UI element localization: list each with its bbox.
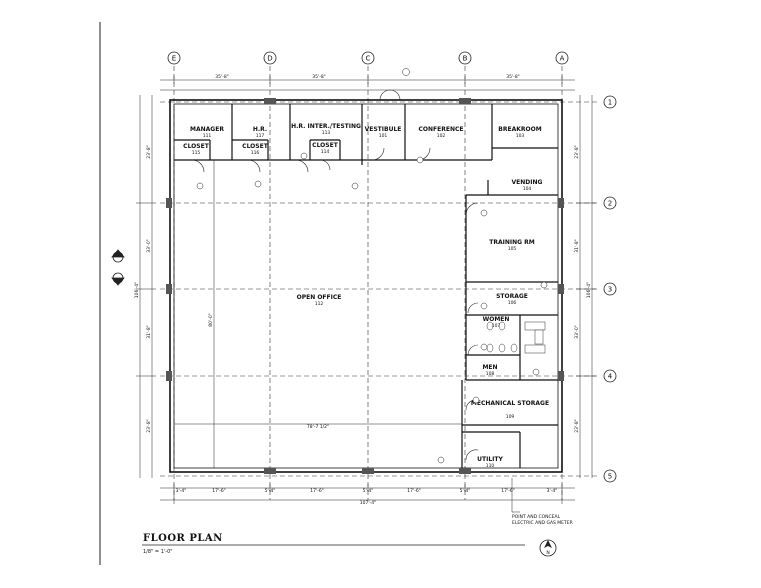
room-vending-name: VENDING bbox=[512, 179, 543, 186]
room-conference-num: 102 bbox=[437, 133, 446, 139]
dim-bottom-7: 5'-4" bbox=[460, 488, 471, 494]
grid-label-e: E bbox=[172, 55, 176, 63]
room-men-name: MEN bbox=[482, 364, 497, 371]
section-markers bbox=[111, 249, 125, 286]
interior-walls-top-row bbox=[174, 104, 558, 165]
room-men-num: 108 bbox=[486, 371, 495, 377]
room-conference-name: CONFERENCE bbox=[419, 126, 464, 133]
restroom-fixtures bbox=[486, 321, 546, 354]
room-utility-num: 110 bbox=[486, 463, 495, 469]
grid-column-bubbles: E D C B A bbox=[167, 51, 569, 65]
dim-bottom-3: 5'-4" bbox=[265, 488, 276, 494]
room-closet1-name: CLOSET bbox=[183, 143, 210, 150]
room-women-name: WOMEN bbox=[483, 316, 510, 323]
grid-label-3: 3 bbox=[608, 286, 612, 294]
room-mechstorage-name: MECHANICAL STORAGE bbox=[471, 400, 549, 407]
door-tags bbox=[196, 68, 548, 464]
room-training-num: 105 bbox=[508, 246, 517, 252]
meter-note-line-2: ELECTRIC AND GAS METER bbox=[512, 520, 573, 526]
room-openoffice-name: OPEN OFFICE bbox=[297, 294, 342, 301]
dim-bottom-4: 17'-6" bbox=[310, 488, 324, 494]
dimension-lines-bottom bbox=[160, 423, 575, 504]
dim-overall-right: 106'-4" bbox=[586, 282, 592, 298]
wall-columns bbox=[166, 98, 564, 474]
dim-overall-left: 106'-4" bbox=[134, 282, 140, 298]
dim-left-4: 23'-8" bbox=[146, 419, 152, 433]
room-closet2-name: CLOSET bbox=[242, 143, 269, 150]
dim-right-2: 31'-8" bbox=[574, 239, 580, 253]
grid-label-d: D bbox=[267, 55, 272, 63]
room-hr-num: 117 bbox=[256, 133, 265, 139]
room-utility-name: UTILITY bbox=[477, 456, 503, 463]
room-vestibule-name: VESTIBULE bbox=[365, 126, 402, 133]
dim-interior: 78'-7 1/2" bbox=[307, 424, 329, 430]
dim-right-4: 23'-8" bbox=[574, 419, 580, 433]
room-storage-num: 106 bbox=[508, 300, 517, 306]
room-hrinterview-num: 113 bbox=[322, 130, 331, 136]
grid-label-b: B bbox=[463, 55, 468, 63]
grid-label-1: 1 bbox=[608, 99, 612, 107]
dim-top-2: 35'-8" bbox=[312, 74, 326, 80]
north-label: N bbox=[546, 550, 549, 556]
room-vending-num: 104 bbox=[523, 186, 532, 192]
dim-left-1: 23'-8" bbox=[146, 145, 152, 159]
north-arrow-icon: N bbox=[539, 539, 557, 557]
dim-left-2: 33'-0" bbox=[146, 239, 152, 253]
dim-bottom-9: 3'-4" bbox=[547, 488, 558, 494]
room-vestibule-num: 101 bbox=[379, 133, 388, 139]
dim-bottom-2: 17'-6" bbox=[212, 488, 226, 494]
dim-bottom-1: 3'-4" bbox=[176, 488, 187, 494]
dim-top-3: 35'-8" bbox=[506, 74, 520, 80]
room-closet3-name: CLOSET bbox=[312, 142, 339, 149]
room-labels: MANAGER 111 CLOSET 115 H.R. 117 CLOSET 1… bbox=[183, 123, 549, 469]
room-training-name: TRAINING RM bbox=[489, 239, 534, 246]
door-swings bbox=[191, 89, 479, 461]
dim-right-1: 23'-8" bbox=[574, 145, 580, 159]
meter-note-leader bbox=[511, 478, 520, 513]
room-breakroom-num: 103 bbox=[516, 133, 525, 139]
grid-label-a: A bbox=[560, 55, 565, 63]
dim-bottom-6: 17'-6" bbox=[407, 488, 421, 494]
plan-title: FLOOR PLAN bbox=[143, 533, 223, 544]
dim-bottom-8: 17'-6" bbox=[501, 488, 515, 494]
room-closet3-num: 114 bbox=[321, 149, 330, 155]
room-mechstorage-num: 109 bbox=[506, 414, 515, 420]
dim-openoffice-height: 80'-0" bbox=[208, 313, 214, 327]
grid-row-bubbles: 1 2 3 4 5 bbox=[603, 95, 617, 483]
dim-left-3: 31'-8" bbox=[146, 325, 152, 339]
dimension-lines-sides bbox=[136, 95, 596, 478]
room-openoffice-num: 112 bbox=[315, 301, 324, 307]
room-hrinterview-name: H.R. INTER./TESTING bbox=[291, 123, 361, 130]
dim-overall-bottom: 107'-4" bbox=[360, 500, 376, 506]
meter-note-line-1: POINT AND CONCEAL bbox=[512, 514, 561, 520]
room-breakroom-name: BREAKROOM bbox=[498, 126, 541, 133]
room-manager-name: MANAGER bbox=[190, 126, 224, 133]
grid-label-4: 4 bbox=[608, 373, 613, 381]
room-manager-num: 111 bbox=[203, 133, 212, 139]
dim-bottom-5: 5'-4" bbox=[363, 488, 374, 494]
plan-scale: 1/8" = 1'-0" bbox=[143, 549, 173, 555]
dim-top-1: 35'-8" bbox=[215, 74, 229, 80]
room-women-num: 107 bbox=[492, 323, 501, 329]
room-closet1-num: 115 bbox=[192, 150, 201, 156]
dimension-lines-top bbox=[160, 76, 575, 91]
room-storage-name: STORAGE bbox=[496, 293, 528, 300]
room-hr-name: H.R. bbox=[253, 126, 267, 133]
grid-label-c: C bbox=[366, 55, 371, 63]
dim-right-3: 33'-0" bbox=[574, 325, 580, 339]
grid-label-2: 2 bbox=[608, 200, 612, 208]
room-closet2-num: 116 bbox=[251, 150, 260, 156]
exterior-walls bbox=[169, 99, 563, 473]
grid-label-5: 5 bbox=[608, 473, 612, 481]
